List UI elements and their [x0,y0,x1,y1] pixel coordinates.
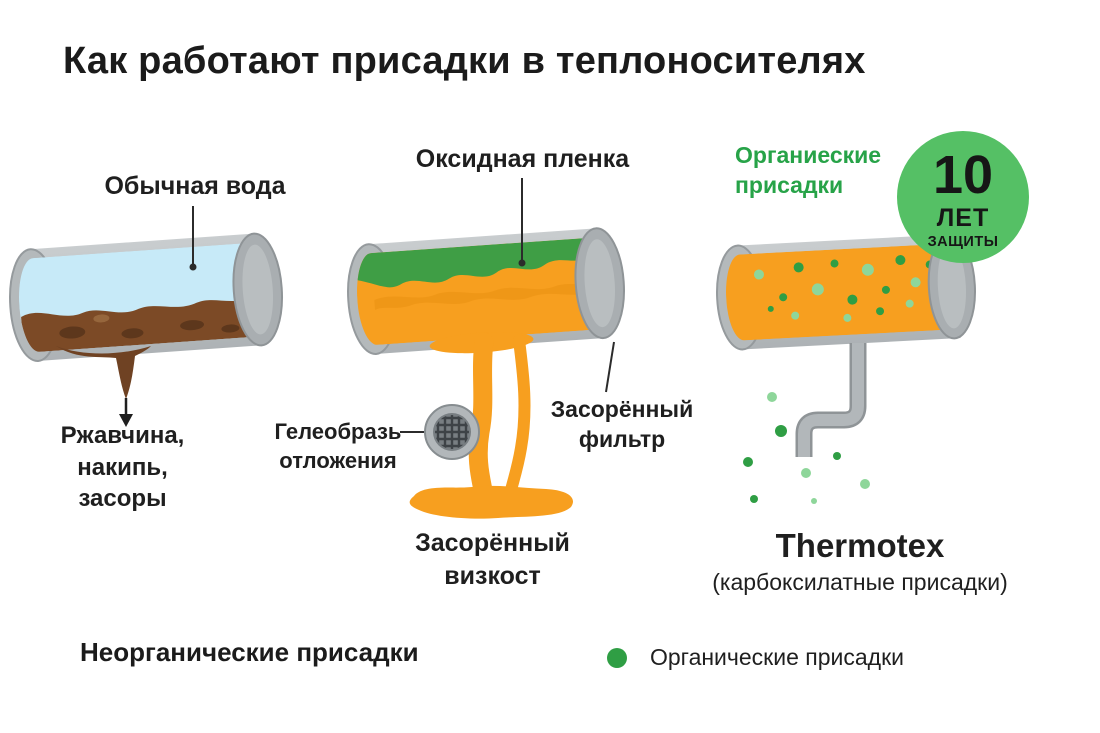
pipe2-interior [354,237,593,347]
pipe1-interior [16,243,252,354]
label-gel-deposits: Гелеобразь отложения [274,419,402,474]
falling-particles [743,392,870,504]
legend-organic-dot-icon [607,648,627,668]
pipe1-illustration [9,232,283,362]
label-organic-additives: Органиеские присадки [735,142,882,199]
badge-caption: ЗАЩИТЫ [927,234,999,250]
label-clogged-filter: Засорённый фильтр [550,396,694,453]
brand-caption: (карбоксилатные присадки) [712,569,1008,595]
pipe2-illustration [347,227,625,355]
pointer-line-oxide [518,178,526,267]
pointer-line-filter [605,341,615,393]
label-ordinary-water: Обычная вода [104,172,286,200]
arrow-down-icon [119,398,133,427]
legend-inorganic-label: Неорганические присадки [80,637,419,667]
caption-clogged-viscosity: Засорённый визкост [415,529,570,590]
brand-name: Thermotex [775,527,945,564]
label-oxide-film: Оксидная пленка [415,145,630,173]
filter-mesh-icon [400,404,480,460]
pipe3-illustration [716,233,976,351]
protection-badge: 10 ЛЕТ ЗАЩИТЫ [896,148,1030,250]
badge-value: 10 [932,145,994,205]
page-title: Как работают присадки в теплоносителях [63,40,866,82]
additive-spout [795,343,867,457]
caption-rust-scale-clogs: Ржавчина, накипь, засоры [60,422,185,513]
pipe3-interior [723,243,945,342]
legend-organic-label: Органические присадки [650,644,904,670]
rust-drip [56,346,151,399]
orange-streams [409,332,574,519]
badge-unit: ЛЕТ [936,204,990,232]
pointer-line-water [189,206,197,271]
orange-puddle [409,485,574,519]
badge-circle [897,131,1029,263]
